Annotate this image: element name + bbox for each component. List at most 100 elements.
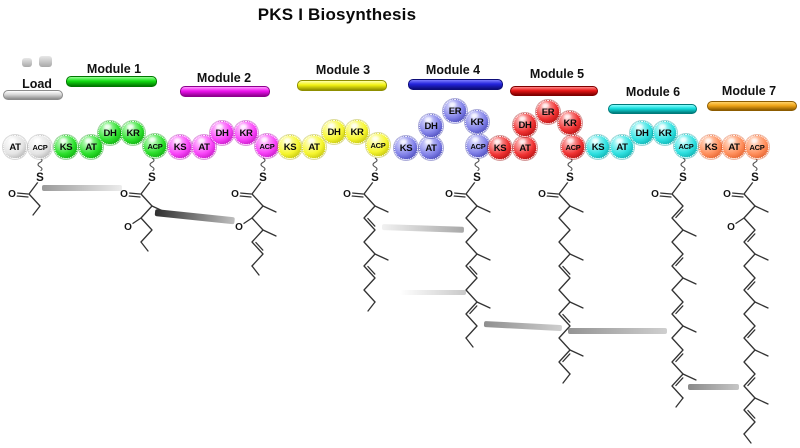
- domain-label: KS: [283, 141, 297, 153]
- svg-text:S: S: [259, 172, 267, 184]
- domain-er-module-4: ER: [443, 99, 467, 123]
- module-bar-module-4: [408, 79, 503, 90]
- module-label-load: Load: [22, 77, 52, 91]
- domain-label: KR: [658, 127, 672, 139]
- svg-text:O: O: [231, 189, 239, 200]
- module-bar-module-7: [707, 101, 797, 111]
- domain-at-module-3: AT: [302, 135, 326, 159]
- domain-acp-load: ACP: [28, 135, 52, 159]
- svg-text:O: O: [651, 189, 659, 200]
- domain-ks-module-5: KS: [488, 136, 512, 160]
- module-bar-load: [3, 90, 63, 100]
- domain-ks-module-4: KS: [394, 136, 418, 160]
- module-label-module-7: Module 7: [721, 84, 777, 98]
- domain-label: DH: [518, 119, 532, 131]
- domain-label: DH: [103, 127, 117, 139]
- domain-label: ACP: [565, 142, 581, 152]
- domain-label: AT: [85, 141, 97, 153]
- domain-label: DH: [635, 127, 649, 139]
- module-bar-module-3: [297, 80, 387, 91]
- domain-at-module-5: AT: [513, 136, 537, 160]
- module-label-module-2: Module 2: [196, 71, 252, 85]
- domain-kr-module-4: KR: [465, 110, 489, 134]
- svg-text:S: S: [148, 172, 156, 184]
- module-label-module-4: Module 4: [425, 63, 481, 77]
- chain-transfer-bar: [42, 185, 122, 191]
- module-label-module-5: Module 5: [529, 67, 585, 81]
- structure-module-6: SO: [649, 157, 697, 408]
- domain-acp-module-2: ACP: [255, 134, 279, 158]
- domain-label: KS: [59, 141, 73, 153]
- svg-text:O: O: [723, 189, 731, 200]
- domain-label: AT: [9, 141, 21, 153]
- domain-kr-module-5: KR: [558, 111, 582, 135]
- domain-label: KR: [239, 127, 253, 139]
- domain-dh-module-3: DH: [322, 120, 346, 144]
- domain-label: ER: [541, 106, 555, 118]
- domain-label: AT: [728, 141, 740, 153]
- domain-kr-module-2: KR: [234, 121, 258, 145]
- module-bar-module-1: [66, 76, 157, 87]
- structure-load: SO: [6, 157, 46, 216]
- chain-transfer-bar: [568, 328, 667, 334]
- svg-text:O: O: [538, 189, 546, 200]
- domain-label: KS: [173, 141, 187, 153]
- domain-er-module-5: ER: [536, 100, 560, 124]
- svg-text:O: O: [343, 189, 351, 200]
- domain-label: DH: [327, 126, 341, 138]
- module-bar-module-5: [510, 86, 598, 96]
- domain-acp-module-5: ACP: [561, 135, 585, 159]
- structure-module-2: SOO: [229, 157, 277, 276]
- domain-dh-module-2: DH: [210, 121, 234, 145]
- domain-label: AT: [519, 142, 531, 154]
- domain-kr-module-1: KR: [121, 121, 145, 145]
- domain-label: AT: [616, 141, 628, 153]
- svg-text:O: O: [727, 222, 735, 233]
- domain-ks-module-6: KS: [586, 135, 610, 159]
- svg-text:S: S: [566, 172, 574, 184]
- domain-label: KR: [470, 116, 484, 128]
- svg-text:S: S: [679, 172, 687, 184]
- domain-dh-module-6: DH: [630, 121, 654, 145]
- domain-label: ACP: [32, 142, 48, 152]
- domain-acp-module-1: ACP: [143, 134, 167, 158]
- structure-module-3: SO: [341, 157, 389, 312]
- svg-text:S: S: [473, 172, 481, 184]
- structure-module-7: SOO: [721, 157, 769, 444]
- module-bar-module-2: [180, 86, 270, 97]
- domain-dh-module-5: DH: [513, 113, 537, 137]
- diagram-title: PKS I Biosynthesis: [257, 5, 417, 24]
- domain-label: DH: [215, 127, 229, 139]
- domain-acp-module-4: ACP: [466, 134, 490, 158]
- domain-label: ACP: [470, 141, 486, 151]
- domain-label: ACP: [370, 140, 386, 150]
- domain-label: AT: [198, 141, 210, 153]
- module-label-module-3: Module 3: [315, 63, 371, 77]
- domain-ks-module-3: KS: [278, 135, 302, 159]
- chain-transfer-bar: [400, 290, 466, 295]
- domain-at-module-6: AT: [610, 135, 634, 159]
- domain-label: ACP: [678, 141, 694, 151]
- domain-label: ACP: [749, 142, 765, 152]
- domain-label: KR: [126, 127, 140, 139]
- domain-ks-module-2: KS: [168, 135, 192, 159]
- module-bar-module-6: [608, 104, 697, 114]
- domain-acp-module-6: ACP: [674, 134, 698, 158]
- svg-text:O: O: [8, 189, 16, 200]
- domain-label: KR: [350, 126, 364, 138]
- domain-label: ACP: [147, 141, 163, 151]
- domain-label: KS: [704, 141, 718, 153]
- module-label-module-1: Module 1: [86, 62, 142, 76]
- domain-label: ACP: [259, 141, 275, 151]
- domain-label: AT: [308, 141, 320, 153]
- domain-ks-module-1: KS: [54, 135, 78, 159]
- structure-module-5: SO: [536, 157, 584, 384]
- svg-text:O: O: [445, 189, 453, 200]
- domain-at-module-7: AT: [722, 135, 746, 159]
- domain-label: KS: [591, 141, 605, 153]
- domain-label: ER: [448, 105, 462, 117]
- decoration-mark: [39, 56, 52, 67]
- domain-label: KS: [493, 142, 507, 154]
- domain-at-load: AT: [3, 135, 27, 159]
